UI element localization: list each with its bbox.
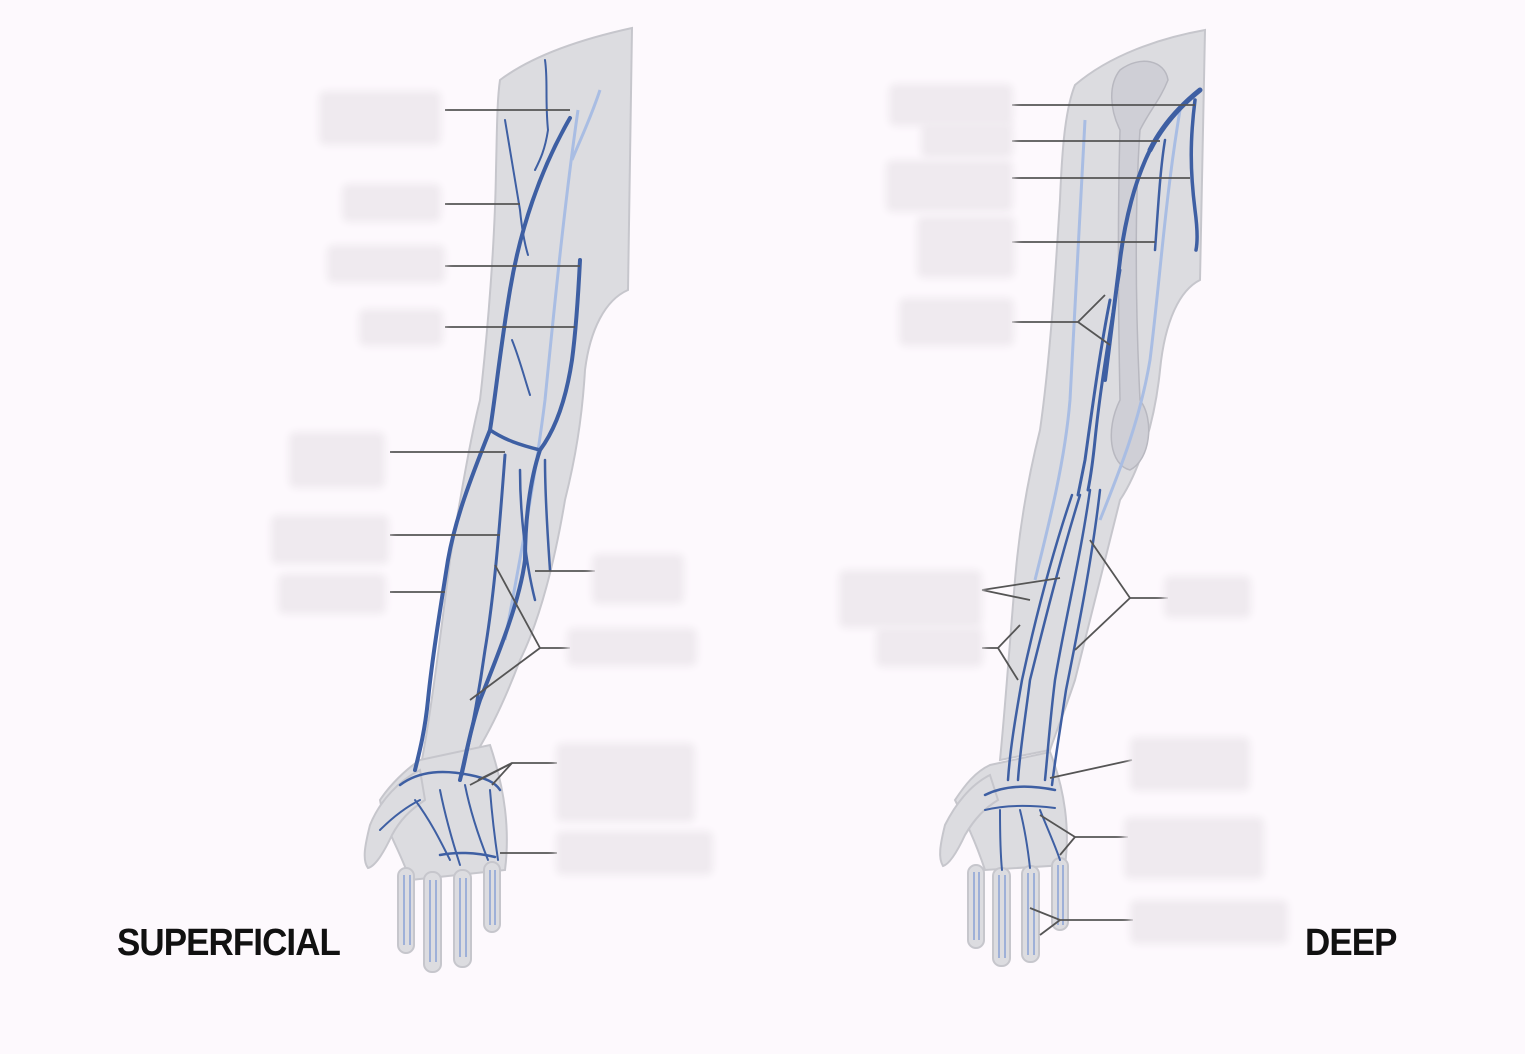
deep-label-box-2 <box>927 128 1007 152</box>
caption-deep: DEEP <box>1305 922 1397 965</box>
deep-label-box-11 <box>1136 906 1282 938</box>
deep-label-box-5 <box>905 304 1008 340</box>
superficial-label-box-6 <box>277 521 383 558</box>
deep-label-box-4 <box>923 222 1009 272</box>
superficial-label-box-3 <box>333 251 439 277</box>
deep-fingers <box>968 858 1068 966</box>
deep-label-box-1 <box>895 90 1007 120</box>
deep-label-box-10 <box>1130 823 1258 873</box>
deep-finger-veins <box>974 865 1063 958</box>
superficial-label-box-10 <box>562 749 689 816</box>
superficial-label-box-4 <box>365 315 437 340</box>
caption-superficial: SUPERFICIAL <box>117 922 340 965</box>
superficial-label-box-9 <box>573 634 691 660</box>
deep-label-box-7 <box>882 633 977 661</box>
deep-label-box-9 <box>1136 743 1244 785</box>
superficial-label-box-1 <box>325 97 435 139</box>
superficial-fingers <box>398 862 500 972</box>
deep-label-box-6 <box>845 576 976 622</box>
superficial-label-box-11 <box>562 837 707 869</box>
superficial-label-box-8 <box>598 560 678 598</box>
superficial-finger-veins <box>404 870 495 962</box>
superficial-label-box-7 <box>284 580 380 608</box>
superficial-label-box-2 <box>348 190 435 216</box>
deep-label-box-8 <box>1170 582 1245 612</box>
superficial-arm <box>365 28 632 972</box>
superficial-label-box-5 <box>295 438 379 482</box>
deep-label-box-3 <box>892 166 1007 206</box>
